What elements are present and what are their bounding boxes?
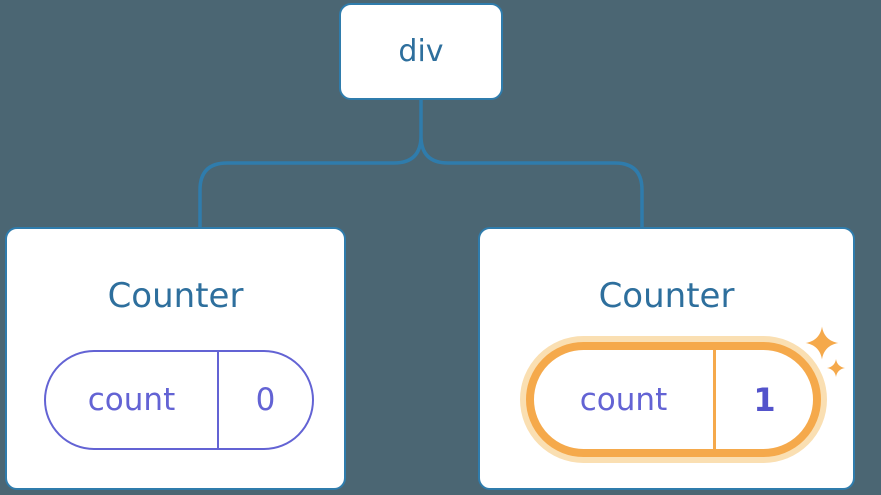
component-title: Counter	[598, 276, 735, 316]
sparkle-small-icon	[827, 359, 845, 377]
state-pill-highlighted: count 1	[526, 342, 821, 457]
root-node-label: div	[398, 33, 444, 69]
sparkle-large-icon	[805, 326, 839, 360]
state-pill: count 0	[44, 350, 314, 450]
state-value: 1	[713, 350, 813, 449]
counter-card-right: Counter count 1	[478, 227, 855, 490]
root-node-div: div	[339, 3, 503, 100]
sparkle-icon	[805, 326, 845, 377]
component-title: Counter	[107, 276, 244, 316]
state-name: count	[579, 381, 668, 418]
counter-card-left: Counter count 0	[5, 227, 346, 490]
state-value: 0	[217, 352, 312, 448]
state-name: count	[87, 382, 176, 418]
